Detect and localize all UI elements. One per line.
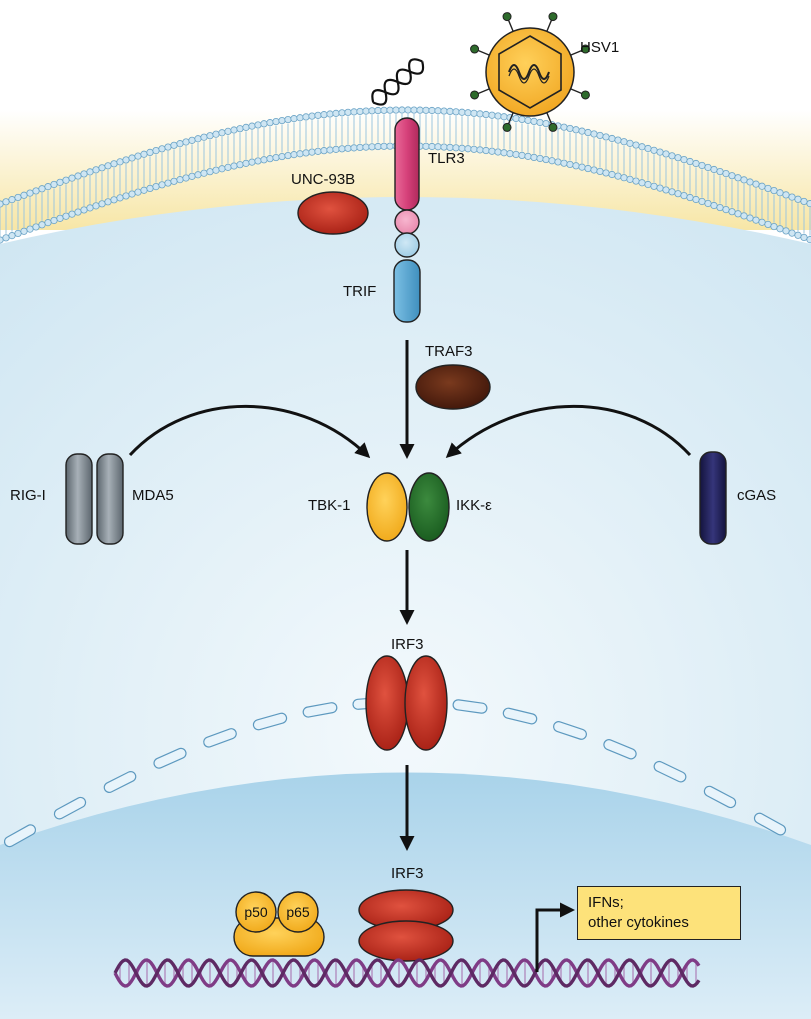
arrow-rig-to-tbk1: [128, 404, 371, 459]
irf3-nuclear-bottom: [358, 920, 454, 962]
traf3-label: TRAF3: [425, 343, 473, 360]
rig1-label: RIG-I: [10, 487, 46, 504]
p65-subunit: [277, 891, 319, 933]
tbk1-label: TBK-1: [308, 497, 351, 514]
tlr3-tir-domain: [394, 209, 420, 235]
trif-adaptor: [393, 259, 421, 323]
unc93b-protein: [297, 191, 369, 235]
irf3-monomer-a: [365, 655, 409, 751]
cgas-sensor: [699, 451, 727, 545]
transcription-start-arrow: [535, 902, 575, 972]
hsv1-virus: [470, 12, 590, 132]
irf3-cytoplasm-label: IRF3: [391, 636, 424, 653]
trif-label: TRIF: [343, 283, 377, 300]
ikke-kinase: [408, 472, 450, 542]
viral-dna-icon: [508, 64, 550, 80]
tlr3-receptor: [394, 117, 420, 211]
plasma-membrane-bilayer: [0, 106, 811, 244]
p50-label: p50: [244, 904, 268, 920]
virus-spikes: [470, 12, 590, 132]
dna-helix: [113, 958, 701, 988]
irf3-nucleus-label: IRF3: [391, 865, 424, 882]
cgas-label: cGAS: [737, 487, 777, 504]
mda5-receptor: [96, 453, 124, 545]
arrow-cgas-to-tbk1: [445, 404, 692, 459]
output-line-1: IFNs;: [588, 894, 624, 911]
dsrna-icon: [371, 58, 425, 106]
cytokine-output-box: IFNs; other cytokines: [577, 886, 741, 940]
p65-label: p65: [286, 904, 310, 920]
tbk1-kinase: [366, 472, 408, 542]
trif-tir-domain: [394, 232, 420, 258]
traf3-protein: [415, 364, 491, 410]
hsv1-label: HSV1: [580, 39, 620, 56]
virus-capsid-icon: [498, 35, 562, 109]
unc93b-label: UNC-93B: [291, 171, 356, 188]
ikke-label: IKK-ε: [456, 497, 492, 514]
output-line-2: other cytokines: [588, 914, 689, 931]
p50-subunit: [235, 891, 277, 933]
rig1-receptor: [65, 453, 93, 545]
nuclear-envelope: [3, 696, 787, 848]
tlr3-label: TLR3: [428, 150, 465, 167]
mda5-label: MDA5: [132, 487, 174, 504]
irf3-monomer-b: [404, 655, 448, 751]
